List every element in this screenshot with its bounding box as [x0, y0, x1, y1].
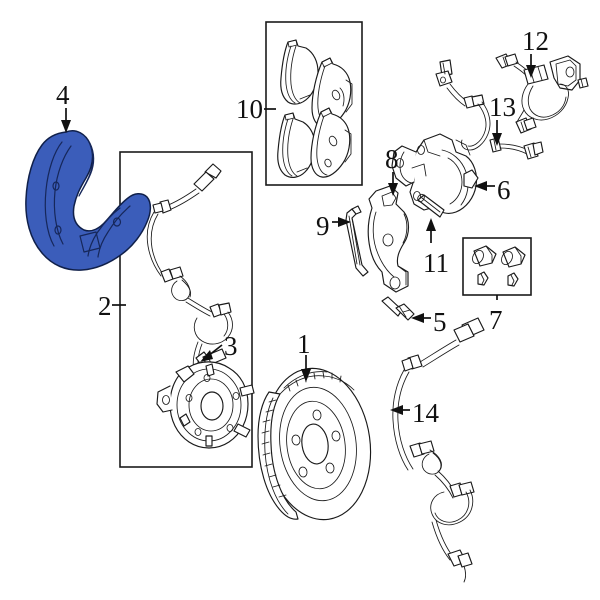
part-abs-wheel-speed-sensor — [392, 317, 485, 583]
leader-14 — [390, 405, 410, 415]
part-wear-sensor-wire — [435, 59, 544, 160]
callout-label-14[interactable]: 14 — [412, 398, 439, 428]
callout-label-6[interactable]: 6 — [497, 175, 511, 205]
callout-label-12[interactable]: 12 — [522, 26, 549, 56]
leader-4 — [61, 108, 71, 133]
part-brake-pad-set — [277, 39, 353, 178]
part-guide-pin-bolt — [381, 296, 415, 321]
callout-label-8[interactable]: 8 — [385, 144, 399, 174]
part-caliper-hardware-kit — [472, 245, 526, 287]
part-brake-dust-shield — [25, 130, 152, 271]
callout-label-4[interactable]: 4 — [56, 80, 70, 110]
part-brake-rotor — [257, 367, 372, 521]
callout-label-9[interactable]: 9 — [316, 211, 330, 241]
part-brake-caliper — [391, 133, 479, 214]
leader-13 — [492, 120, 502, 146]
leader-1 — [301, 355, 311, 382]
part-pad-retaining-clip — [345, 205, 369, 277]
leader-5 — [411, 313, 431, 323]
part-caliper-bracket — [367, 185, 410, 293]
leader-3 — [200, 344, 223, 362]
leader-6 — [474, 181, 495, 191]
callout-label-2[interactable]: 2 — [98, 291, 112, 321]
leader-12 — [526, 54, 536, 78]
leader-9 — [332, 217, 351, 227]
part-caliper-slide-pin — [417, 193, 445, 218]
callout-label-7[interactable]: 7 — [489, 305, 503, 335]
part-wheel-hub-assembly — [146, 163, 255, 449]
callout-label-13[interactable]: 13 — [489, 92, 516, 122]
leader-11 — [426, 218, 436, 243]
group-box-caliper-hardware-kit — [462, 237, 532, 296]
callout-label-5[interactable]: 5 — [433, 307, 447, 337]
callout-label-11[interactable]: 11 — [423, 248, 449, 278]
leader-8 — [388, 172, 398, 196]
callout-label-3[interactable]: 3 — [224, 331, 238, 361]
callout-label-1[interactable]: 1 — [297, 329, 311, 359]
callout-label-10[interactable]: 10 — [236, 94, 263, 124]
